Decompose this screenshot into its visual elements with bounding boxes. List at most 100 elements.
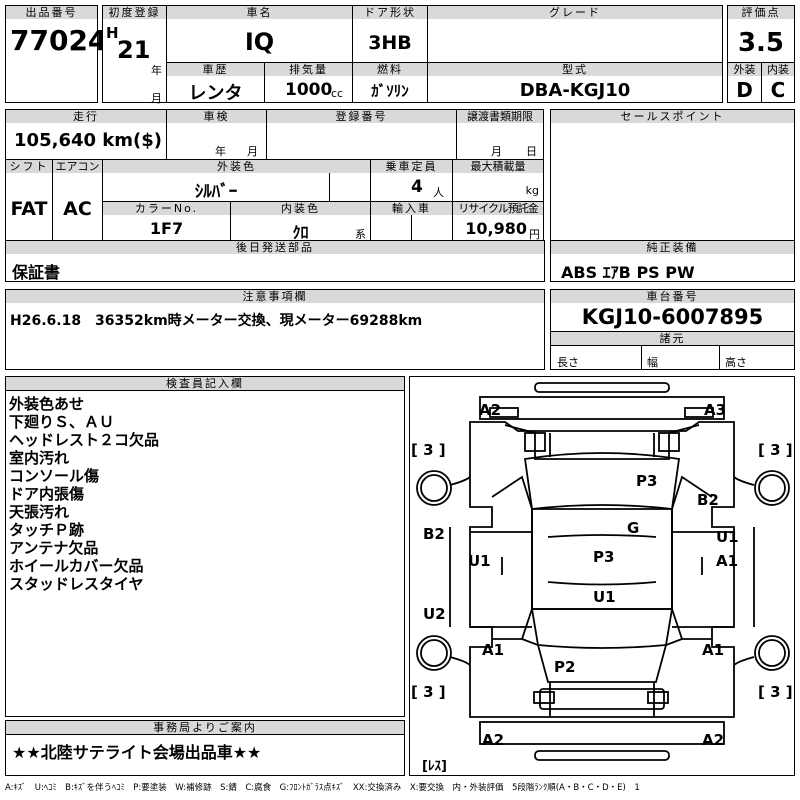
mileage-label: 走行	[6, 110, 166, 123]
equipment-label: 純正装備	[551, 241, 794, 254]
ac: AC	[63, 198, 92, 220]
capacity-label: 乗車定員	[371, 160, 452, 173]
sales-point-box: セールスポイント	[550, 109, 795, 241]
door-type: 3HB	[368, 32, 412, 54]
inspector-item: 天張汚れ	[9, 503, 70, 521]
import-box: 輸入車	[370, 201, 453, 241]
capacity-unit: 人	[433, 186, 444, 199]
length-label: 長さ	[557, 356, 579, 369]
transfer-label: 譲渡書類期限	[457, 110, 543, 123]
int-color-box: 内装色 ｸﾛ 系	[230, 201, 371, 242]
shift: FAT	[10, 198, 48, 220]
max-load-unit: kg	[525, 184, 539, 197]
lot-box: 出品番号 77024	[5, 5, 107, 103]
history-box: 車歴 レンタ	[166, 62, 265, 104]
inspector-item: スタッドレスタイヤ	[9, 575, 144, 593]
equipment: ABS ｴｱB PS PW	[561, 263, 695, 282]
max-load-label: 最大積載量	[453, 160, 543, 173]
exterior-label: 外装	[728, 63, 761, 76]
damage-mark: P3	[593, 548, 615, 566]
chassis-box: 車台番号 KGJ10-6007895 諸元 長さ 幅 高さ	[550, 289, 795, 370]
lot-label: 出品番号	[6, 6, 97, 19]
inspection-box: 車検 年 月	[166, 109, 267, 160]
door-box: ドア形状 3HB	[352, 5, 428, 63]
specs-label: 諸元	[551, 331, 794, 346]
ext-color-label: 外装色	[103, 160, 370, 173]
displacement-label: 排気量	[265, 63, 352, 76]
car-name: IQ	[244, 28, 275, 56]
office-box: 事務局よりご案内 ★★北陸サテライト会場出品車★★	[5, 720, 405, 776]
car-name-label: 車名	[167, 6, 352, 19]
damage-mark: A3	[704, 401, 727, 419]
legend: A:ｷｽﾞ U:ﾍｺﾐ B:ｷｽﾞを伴うﾍｺﾐ P:要塗装 W:補修跡 S:錆 …	[5, 783, 640, 793]
shift-label: シフト	[6, 160, 52, 173]
inspector-item: 下廻りＳ、ＡＵ	[9, 413, 115, 431]
ext-color-divider	[329, 173, 330, 202]
fuel: ｶﾞｿﾘﾝ	[371, 82, 409, 100]
score: 3.5	[737, 28, 785, 58]
import-label: 輸入車	[371, 202, 452, 215]
color-no-label: カラーNo.	[103, 202, 230, 215]
recycle-label: リサイクル預託金	[453, 202, 543, 215]
tire-front-right: [ 3 ]	[758, 441, 793, 459]
transfer-box: 譲渡書類期限 月 日	[456, 109, 544, 160]
ext-color-box: 外装色 ｼﾙﾊﾞｰ	[102, 159, 371, 202]
spare-tire: [ﾚｽ]	[422, 759, 447, 774]
transfer-day-unit: 日	[526, 145, 537, 158]
width-label: 幅	[647, 356, 658, 369]
color-no: 1F7	[149, 219, 184, 238]
grade-box: グレード	[427, 5, 723, 63]
era: H	[106, 24, 119, 42]
year-unit: 年	[151, 64, 162, 77]
later-parts: 保証書	[12, 263, 61, 282]
damage-mark: U2	[423, 605, 446, 623]
reg-no-label: 登録番号	[267, 110, 456, 123]
first-reg-year: 21	[117, 36, 151, 64]
tire-rear-left: [ 3 ]	[411, 683, 446, 701]
car-diagram	[416, 382, 790, 761]
first-reg-label: 初度登録	[103, 6, 166, 19]
sales-point-label: セールスポイント	[551, 110, 794, 123]
inspector-item: ヘッドレスト２コ欠品	[9, 431, 160, 449]
recycle-box: リサイクル預託金 10,980 円	[452, 201, 544, 241]
inspection-label: 車検	[167, 110, 266, 123]
inspector-list: 外装色あせ 下廻りＳ、ＡＵ ヘッドレスト２コ欠品 室内汚れ コンソール傷 ドア内…	[9, 395, 159, 593]
equipment-box: 純正装備 ABS ｴｱB PS PW	[550, 240, 795, 282]
damage-mark: U1	[593, 588, 616, 606]
displacement: 1000	[285, 80, 333, 100]
inspector-label: 検査員記入欄	[6, 377, 404, 391]
shift-box: シフト FAT	[5, 159, 53, 241]
damage-mark: B2	[423, 525, 445, 543]
office-label: 事務局よりご案内	[6, 721, 404, 735]
damage-mark: A2	[702, 731, 725, 749]
score-box: 評価点 3.5	[727, 5, 795, 63]
damage-mark: A2	[482, 731, 505, 749]
damage-mark: U1	[716, 528, 739, 546]
later-parts-label: 後日発送部品	[6, 241, 544, 254]
int-color-label: 内装色	[231, 202, 370, 215]
int-color-suffix: 系	[355, 228, 366, 241]
interior-label: 内装	[762, 63, 794, 76]
damage-mark: G	[627, 519, 640, 537]
damage-mark: P2	[554, 658, 576, 676]
notes-label: 注意事項欄	[6, 290, 544, 303]
color-no-box: カラーNo. 1F7	[102, 201, 231, 241]
recycle-unit: 円	[529, 228, 540, 241]
exterior-box: 外装 D	[727, 62, 762, 103]
lot-number: 77024	[10, 24, 108, 57]
inspector-item: アンテナ欠品	[9, 539, 99, 557]
ext-color: ｼﾙﾊﾞｰ	[194, 182, 238, 202]
transfer-month-unit: 月	[491, 145, 502, 158]
car-diagram-box: [ 3 ] [ 3 ] [ 3 ] [ 3 ] [ﾚｽ] A2 A3 B2 P3…	[409, 376, 795, 776]
chassis-label: 車台番号	[551, 290, 794, 303]
grade-label: グレード	[428, 6, 722, 19]
int-color: ｸﾛ	[292, 223, 309, 242]
height-label: 高さ	[725, 356, 747, 369]
ac-box: エアコン AC	[52, 159, 103, 241]
inspector-item: 外装色あせ	[9, 395, 85, 413]
model-box: 型式 DBA-KGJ10	[427, 62, 723, 103]
first-reg-box: 初度登録 H 21 年 月	[102, 5, 167, 105]
damage-mark: U1	[468, 552, 491, 570]
capacity-box: 乗車定員 4 人	[370, 159, 453, 202]
capacity: 4	[411, 177, 423, 197]
